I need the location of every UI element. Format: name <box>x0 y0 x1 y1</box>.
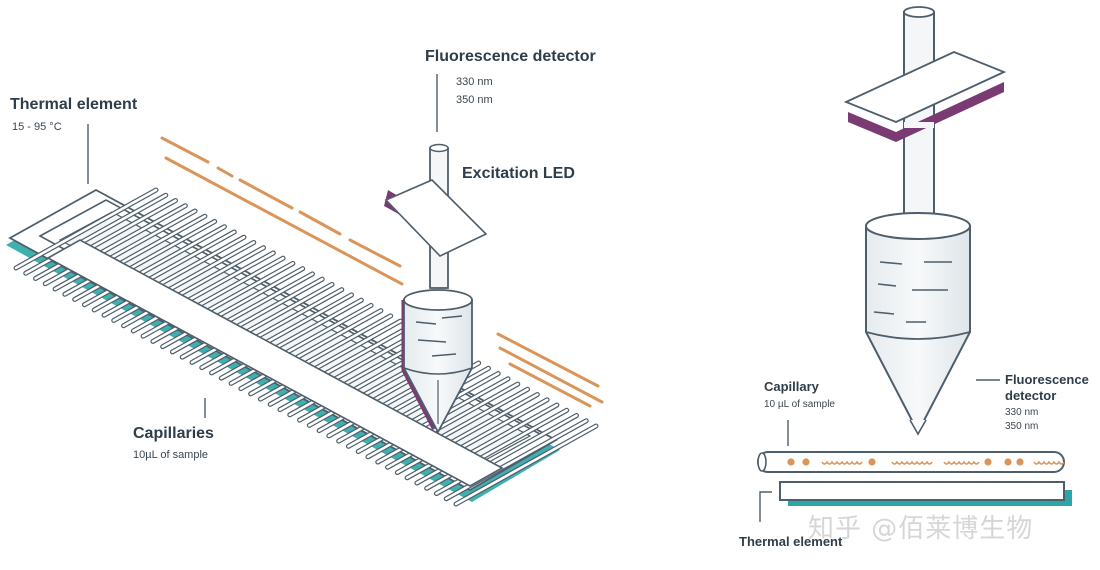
protein-squiggle <box>1033 460 1065 465</box>
capillaries-label: Capillaries <box>133 425 214 442</box>
capillary-tube-inner <box>122 246 265 327</box>
capillary-tube-inner <box>210 293 353 375</box>
thermal-element-plate <box>779 481 1065 501</box>
thermal-element-range: 15 - 95 °C <box>12 121 62 133</box>
capillary-tube-inner <box>53 209 197 291</box>
capillary-tube-inner <box>151 262 295 343</box>
capillaries-sample: 10µL of sample <box>133 449 209 461</box>
left-detector-assembly <box>384 143 488 434</box>
fluorescence-wavelength-350: 350 nm <box>456 94 493 106</box>
capillary-tube-inner <box>132 251 275 333</box>
capillary-tube-inner <box>141 256 285 338</box>
fluorescence-detector-body <box>865 225 971 435</box>
capillary-tube-inner <box>73 220 216 301</box>
capillary-tube-inner <box>44 204 187 286</box>
capillary-tube-inner <box>63 214 207 296</box>
capillary-tube-inner <box>92 230 236 312</box>
capillary-tube-inner <box>24 193 168 275</box>
sample-dot <box>1004 458 1012 466</box>
protein-squiggle <box>821 460 863 465</box>
right-fluorescence-wavelength-330: 330 nm <box>1005 407 1039 418</box>
sample-dot <box>868 458 876 466</box>
capillary-tube-inner <box>200 288 344 369</box>
capillary-tube-inner <box>190 283 334 364</box>
sample-molecules <box>787 458 1065 466</box>
protein-squiggle <box>943 460 980 465</box>
right-scene <box>757 6 1072 522</box>
capillary-tube-inner <box>171 272 314 354</box>
right-fluorescence-label-line2: detector <box>1005 388 1057 403</box>
right-fluorescence-wavelength-350: 350 nm <box>1005 421 1039 432</box>
fluorescence-detector-label: Fluorescence detector <box>425 48 596 65</box>
capillary-tube-inner <box>454 424 598 506</box>
watermark: 知乎 @佰莱博生物 <box>808 514 1034 544</box>
fluorescence-wavelength-330: 330 nm <box>456 76 493 88</box>
sample-dot <box>787 458 795 466</box>
capillary-tube-inner <box>102 235 246 317</box>
capillary-tube-inner <box>180 277 324 359</box>
right-thermal-element-label: Thermal element <box>739 534 843 549</box>
sample-dot <box>1016 458 1024 466</box>
capillary-tube-inner <box>83 225 226 307</box>
side-capillary <box>757 451 1065 473</box>
right-thermal-leader <box>759 491 772 522</box>
capillary-label: Capillary <box>764 379 819 394</box>
light-beam-dashes <box>160 136 604 408</box>
right-fluorescence-label-line1: Fluorescence <box>1005 372 1089 387</box>
capillary-tube-inner <box>34 199 177 280</box>
excitation-led-label: Excitation LED <box>462 165 575 182</box>
protein-squiggle <box>891 460 933 465</box>
sample-dot <box>802 458 810 466</box>
capillary-tube-inner <box>14 188 158 270</box>
thermal-element-front-rail <box>46 239 504 487</box>
capillary-sample: 10 µL of sample <box>764 399 835 410</box>
capillary-tube-inner <box>161 267 304 348</box>
capillary-tube-inner <box>112 241 256 322</box>
thermal-element-label: Thermal element <box>10 96 138 113</box>
sample-dot <box>984 458 992 466</box>
left-scene <box>6 74 604 507</box>
